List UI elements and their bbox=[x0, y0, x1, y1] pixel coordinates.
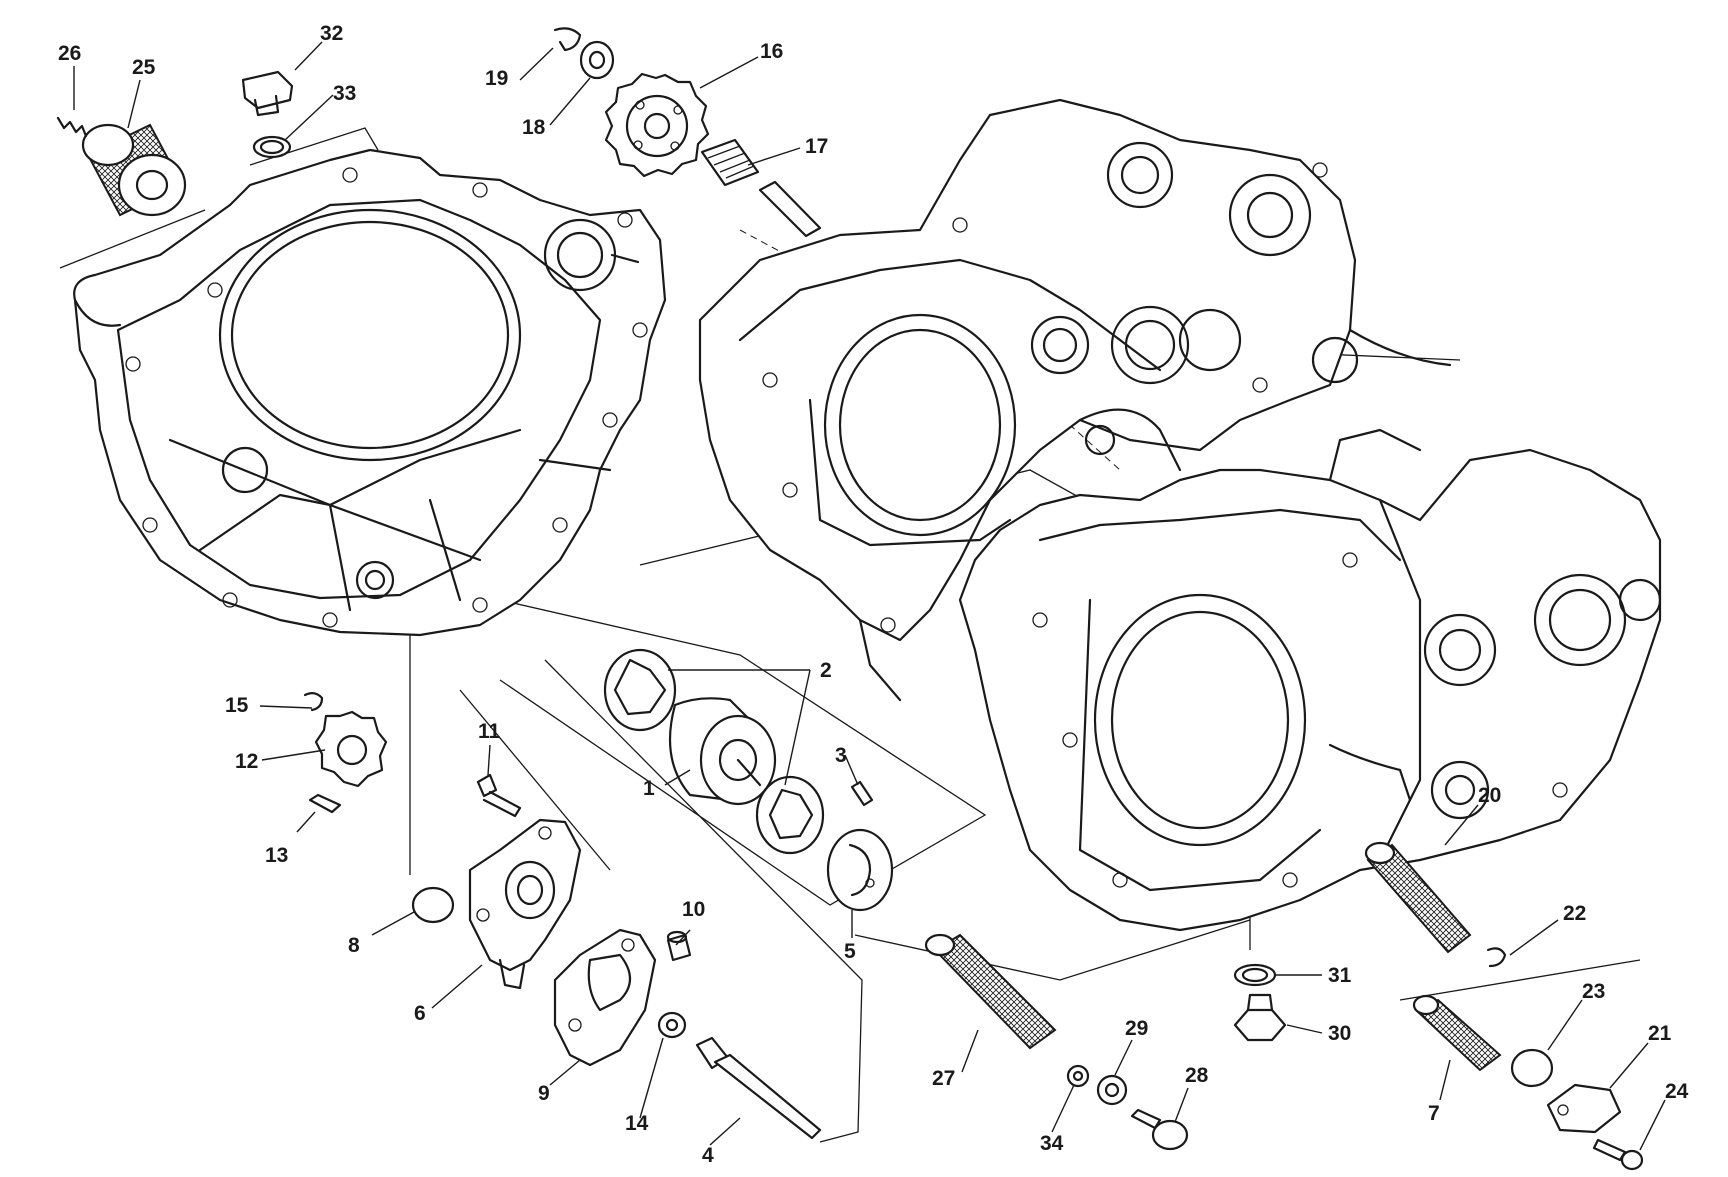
callout-7: 7 bbox=[1428, 1102, 1440, 1125]
cap-bolt bbox=[1592, 1138, 1644, 1171]
strainer-circlip bbox=[1486, 947, 1507, 968]
callout-17: 17 bbox=[805, 135, 828, 158]
callout-27: 27 bbox=[932, 1067, 955, 1090]
pump-body bbox=[468, 818, 582, 990]
oil-strainer-right bbox=[1364, 841, 1472, 954]
callout-9: 9 bbox=[538, 1082, 550, 1105]
pump-bolt bbox=[476, 773, 522, 818]
pump-housing bbox=[668, 697, 777, 806]
bolt-washer-small bbox=[1066, 1064, 1090, 1088]
callout-5: 5 bbox=[844, 940, 856, 963]
callout-24: 24 bbox=[1665, 1080, 1689, 1103]
gear-washer-top bbox=[579, 40, 615, 80]
callout-19: 19 bbox=[485, 67, 508, 90]
small-circlip bbox=[303, 691, 324, 712]
callout-28: 28 bbox=[1185, 1064, 1209, 1087]
callout-3: 3 bbox=[835, 744, 847, 767]
callout-30: 30 bbox=[1328, 1022, 1351, 1045]
pump-shaft bbox=[695, 1036, 822, 1140]
drain-plug-washer bbox=[1233, 963, 1277, 987]
callout-leaders bbox=[73, 41, 1666, 1151]
cap-o-ring bbox=[1510, 1048, 1554, 1088]
pump-pin bbox=[850, 780, 874, 807]
pump-rotor-outer bbox=[603, 648, 677, 732]
callout-12: 12 bbox=[235, 750, 258, 773]
bolt-washer-large bbox=[1096, 1074, 1128, 1106]
callout-29: 29 bbox=[1125, 1017, 1148, 1040]
strainer-cap bbox=[1546, 1083, 1622, 1134]
oil-pump-drive-gear bbox=[604, 72, 710, 178]
drain-plug-top bbox=[241, 70, 294, 117]
callout-31: 31 bbox=[1328, 964, 1352, 987]
small-pin bbox=[308, 793, 342, 814]
callout-14: 14 bbox=[625, 1112, 649, 1135]
pump-rotor-inner bbox=[755, 775, 825, 855]
callout-15: 15 bbox=[225, 694, 249, 717]
plug-washer bbox=[252, 135, 292, 159]
callout-33: 33 bbox=[333, 82, 356, 105]
oil-strainer-long bbox=[924, 933, 1057, 1050]
callout-20: 20 bbox=[1478, 784, 1501, 807]
filter-spring bbox=[56, 116, 88, 138]
callout-13: 13 bbox=[265, 844, 288, 867]
callout-1: 1 bbox=[643, 777, 655, 800]
callout-8: 8 bbox=[348, 934, 360, 957]
oil-filter bbox=[81, 123, 187, 217]
gear-shaft bbox=[758, 180, 822, 238]
callout-16: 16 bbox=[760, 40, 783, 63]
crankcase-cover bbox=[73, 148, 667, 637]
callout-23: 23 bbox=[1582, 980, 1605, 1003]
pump-gasket bbox=[553, 928, 657, 1067]
callout-6: 6 bbox=[414, 1002, 426, 1025]
strainer-bolt bbox=[1130, 1108, 1189, 1151]
callout-34: 34 bbox=[1040, 1132, 1064, 1155]
shaft-washer bbox=[657, 1011, 687, 1039]
callout-32: 32 bbox=[320, 22, 343, 45]
callout-4: 4 bbox=[702, 1144, 714, 1167]
callout-11: 11 bbox=[478, 720, 501, 743]
needle-bearing bbox=[700, 138, 760, 187]
callout-2: 2 bbox=[820, 659, 832, 682]
callout-18: 18 bbox=[522, 116, 546, 139]
o-ring bbox=[411, 886, 455, 924]
crankcase-half-lower bbox=[958, 428, 1662, 932]
small-gear bbox=[314, 710, 388, 788]
drain-plug-bottom bbox=[1233, 993, 1287, 1042]
callout-26: 26 bbox=[58, 42, 81, 65]
callout-22: 22 bbox=[1563, 902, 1586, 925]
oil-strainer-small bbox=[1412, 994, 1502, 1072]
callout-21: 21 bbox=[1648, 1022, 1672, 1045]
callout-10: 10 bbox=[682, 898, 705, 921]
crankcase-half-upper bbox=[698, 98, 1452, 702]
callout-labels: 1 2 3 4 5 6 7 8 9 10 11 12 13 14 15 16 1… bbox=[58, 22, 1689, 1167]
pump-cover-plate bbox=[826, 828, 894, 912]
gear-circlip-top bbox=[553, 27, 582, 52]
spacer-bushing bbox=[666, 930, 692, 962]
callout-25: 25 bbox=[132, 56, 156, 79]
